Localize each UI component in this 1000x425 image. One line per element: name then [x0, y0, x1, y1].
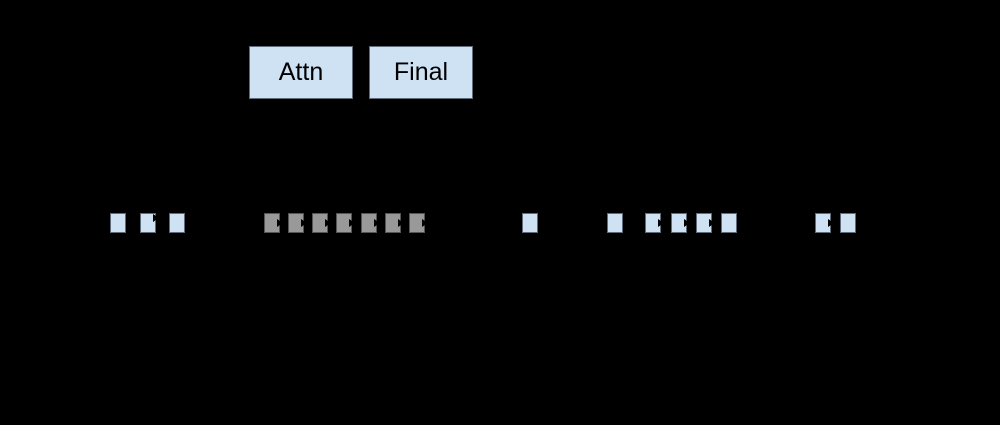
token — [522, 213, 538, 233]
arrowhead-icon — [828, 219, 834, 227]
arrowhead-icon — [684, 219, 690, 227]
final-label: Final — [393, 58, 449, 86]
token — [169, 213, 185, 233]
token — [264, 213, 283, 233]
token — [671, 213, 690, 233]
token — [385, 213, 404, 233]
token — [409, 213, 428, 233]
final-box: Final — [369, 46, 473, 99]
arrowhead-icon — [709, 219, 715, 227]
arrowhead-icon — [658, 219, 664, 227]
arrowhead-icon — [277, 219, 283, 227]
token — [361, 213, 380, 233]
arrowhead-icon — [325, 219, 331, 227]
token — [721, 213, 737, 233]
attn-box: Attn — [249, 46, 353, 99]
arrowhead-icon — [374, 219, 380, 227]
attn-label: Attn — [278, 58, 324, 86]
arrowhead-icon — [153, 214, 159, 222]
arrowhead-icon — [349, 219, 355, 227]
token — [336, 213, 355, 233]
token — [840, 213, 856, 233]
token — [696, 213, 715, 233]
token — [645, 213, 664, 233]
arrowhead-icon — [398, 219, 404, 227]
token — [110, 213, 126, 233]
token — [312, 213, 331, 233]
arrowhead-icon — [301, 219, 307, 227]
token — [607, 213, 623, 233]
token — [815, 213, 834, 233]
arrowhead-icon — [422, 219, 428, 227]
token — [288, 213, 307, 233]
token — [140, 213, 159, 233]
